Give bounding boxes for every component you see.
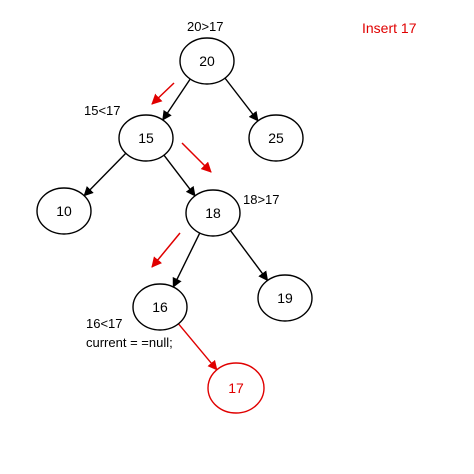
tree-edges	[83, 77, 269, 371]
traversal-arrow-right	[181, 142, 212, 173]
node-label: 25	[268, 130, 284, 146]
node-label: 16	[152, 299, 168, 315]
comparison-label-20: 20>17	[187, 19, 224, 34]
tree-nodes: 20 15 25 10 18 16 19 17	[36, 37, 313, 414]
node-label: 19	[277, 290, 293, 306]
tree-node-17: 17	[207, 362, 265, 414]
traversal-arrow-left-2	[151, 232, 181, 268]
edge-n15-to-n18	[163, 154, 196, 197]
node-label: 20	[199, 53, 215, 69]
tree-node-20: 20	[179, 37, 235, 85]
tree-node-10: 10	[36, 187, 92, 235]
edge-n16-to-n17	[177, 323, 218, 371]
node-circle	[185, 189, 241, 237]
edge-n18-to-n16	[172, 232, 201, 288]
node-circle	[118, 114, 174, 162]
edge-n15-to-n10	[83, 152, 127, 197]
node-circle	[132, 283, 188, 331]
node-circle	[248, 114, 304, 162]
diagram-title: Insert 17	[362, 20, 417, 36]
node-label: 15	[138, 130, 154, 146]
edge-n20-to-n15	[162, 78, 191, 121]
tree-node-19: 19	[257, 274, 313, 322]
node-circle	[36, 187, 92, 235]
tree-node-25: 25	[248, 114, 304, 162]
tree-node-15: 15	[118, 114, 174, 162]
node-label: 18	[205, 205, 221, 221]
traversal-arrow-left-1	[151, 82, 175, 105]
edge-n20-to-n25	[224, 77, 259, 122]
edge-n18-to-n19	[229, 230, 269, 282]
traversal-arrows	[151, 82, 212, 268]
node-label: 17	[228, 380, 244, 396]
comparison-label-16: 16<17	[86, 316, 123, 331]
comparison-label-15: 15<17	[84, 103, 121, 118]
node-circle	[179, 37, 235, 85]
tree-node-16: 16	[132, 283, 188, 331]
node-circle	[207, 362, 265, 414]
node-label: 10	[56, 203, 72, 219]
node-circle	[257, 274, 313, 322]
comparison-label-16-line2: current = =null;	[86, 335, 173, 350]
comparison-label-18: 18>17	[243, 192, 280, 207]
tree-node-18: 18	[185, 189, 241, 237]
